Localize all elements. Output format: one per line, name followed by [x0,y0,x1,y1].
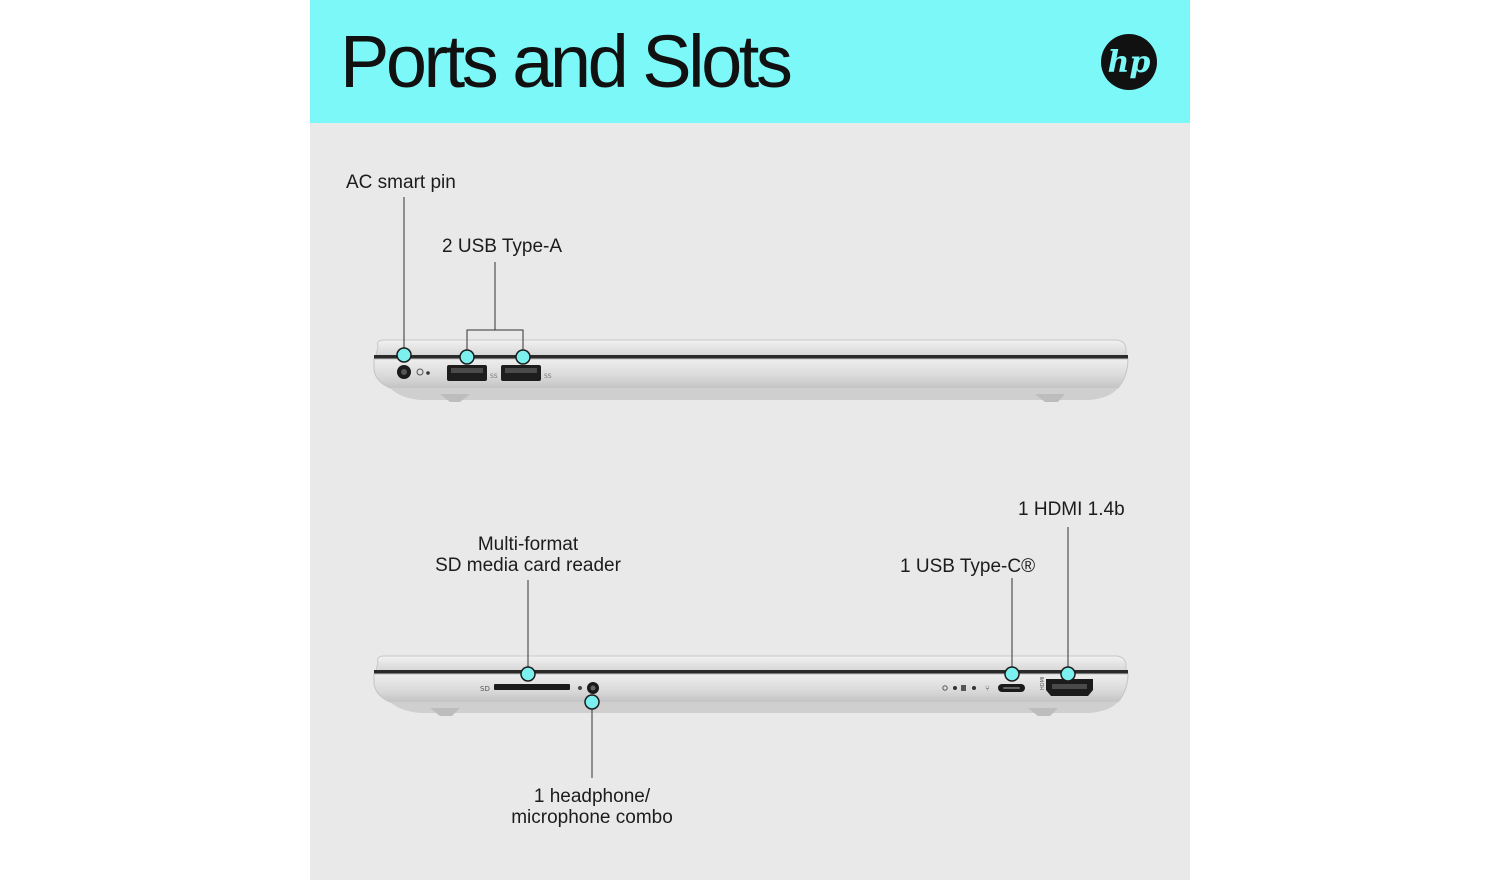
product-infographic: Ports and Slots hp [310,0,1190,880]
headphone-jack [578,682,599,694]
usb-c-port [998,684,1025,692]
hdmi-label: 1 HDMI 1.4b [1018,499,1125,520]
usb-type-c-label: 1 USB Type-C® [900,556,1036,577]
ac-smart-pin-label: AC smart pin [346,172,456,193]
ac-pin-marker [396,347,412,363]
ac-smart-pin-port [397,365,430,379]
usb-a-marker-1 [459,349,475,365]
headphone-label: 1 headphone/ microphone combo [482,786,702,828]
laptop-bottom-body [373,655,1129,716]
status-indicators: ⑂ [942,684,990,693]
sd-card-slot: SD [480,684,570,693]
usb-a-marker-2 [515,349,531,365]
usb-a-port-1: SS [447,365,498,381]
usb-a-port-2: SS [501,365,552,381]
sd-reader-label: Multi-format SD media card reader [418,534,638,576]
svg-text:SS: SS [544,373,552,380]
svg-text:hp: hp [1108,45,1151,80]
usb-type-a-label: 2 USB Type-A [442,236,563,257]
headphone-label-line1: 1 headphone/ [533,786,651,807]
svg-text:HDMI: HDMI [1040,677,1046,690]
svg-text:SD: SD [480,685,490,693]
sd-marker [520,666,536,682]
svg-text:SS: SS [490,373,498,380]
page-title: Ports and Slots [340,20,793,103]
headphone-marker [584,694,600,710]
usb-a-bracket [466,329,524,356]
svg-text:⑂: ⑂ [985,684,990,693]
laptop-left-side-illustration: SS SS SD [373,197,1129,778]
usb-c-marker [1004,666,1020,682]
hp-logo: hp [1101,34,1157,90]
hdmi-marker [1060,666,1076,682]
hdmi-port: HDMI [1040,677,1093,696]
title-banner: Ports and Slots hp [310,0,1190,123]
headphone-label-line2: microphone combo [511,807,673,828]
sd-reader-label-line1: Multi-format [477,534,579,555]
laptop-top-body [373,339,1129,402]
sd-reader-label-line2: SD media card reader [435,555,621,576]
